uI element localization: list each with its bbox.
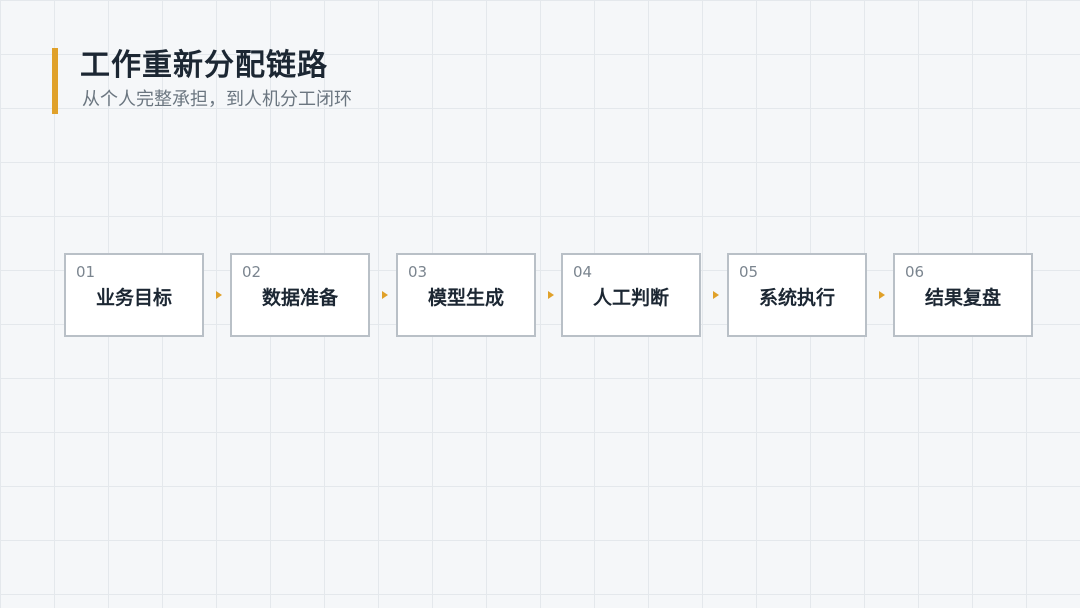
arrow-right-icon: [879, 291, 885, 299]
step-number: 03: [408, 263, 428, 281]
step-box-03: 03 模型生成: [396, 253, 536, 337]
arrow-right-icon: [548, 291, 554, 299]
step-label: 结果复盘: [924, 287, 1001, 309]
step-label: 业务目标: [95, 287, 172, 309]
step-box-01: 01 业务目标: [64, 253, 204, 337]
step-number: 02: [242, 263, 262, 281]
arrow-right-icon: [216, 291, 222, 299]
step-box-05: 05 系统执行: [727, 253, 867, 337]
process-flow: 01 业务目标 02 数据准备 03 模型生成 04 人工判断 05 系统执行 …: [64, 253, 1036, 341]
arrow-right-icon: [713, 291, 719, 299]
step-box-02: 02 数据准备: [230, 253, 370, 337]
step-number: 04: [573, 263, 593, 281]
step-label: 模型生成: [427, 287, 504, 309]
step-number: 06: [905, 263, 925, 281]
step-label: 数据准备: [261, 287, 338, 309]
step-box-06: 06 结果复盘: [893, 253, 1033, 337]
step-number: 05: [739, 263, 759, 281]
page-subtitle: 从个人完整承担，到人机分工闭环: [82, 89, 352, 110]
step-box-04: 04 人工判断: [561, 253, 701, 337]
step-label: 系统执行: [758, 287, 835, 309]
page-title: 工作重新分配链路: [80, 48, 328, 83]
step-label: 人工判断: [592, 287, 669, 309]
step-number: 01: [76, 263, 96, 281]
arrow-right-icon: [382, 291, 388, 299]
title-accent-bar: [52, 48, 58, 114]
